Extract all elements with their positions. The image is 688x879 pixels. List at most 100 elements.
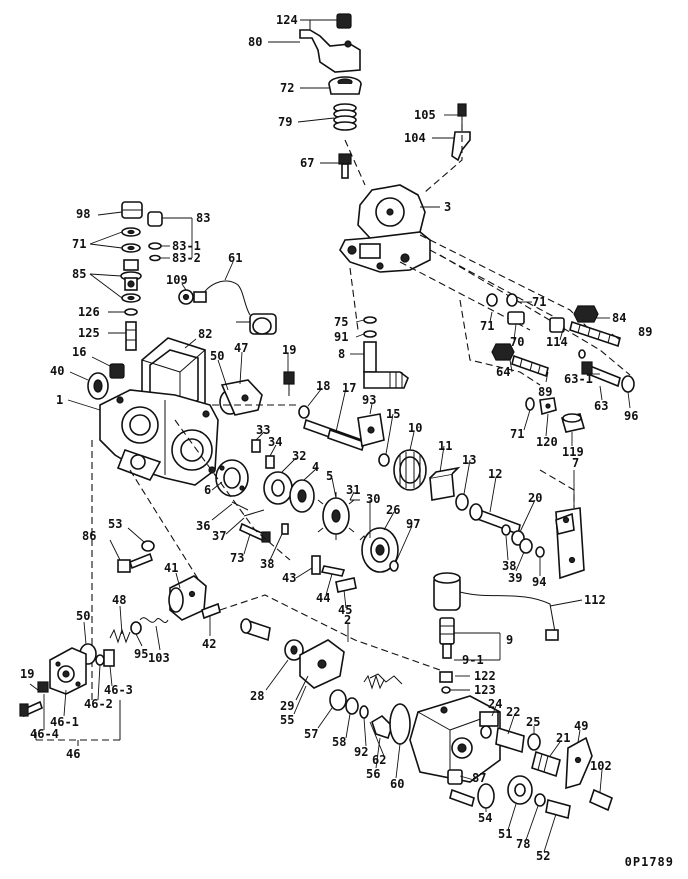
- part-124-nut: [336, 13, 352, 29]
- part-46-cover-assy: [49, 647, 115, 695]
- part-6-gear-plate: [215, 459, 249, 497]
- part-84-nut: [573, 305, 599, 323]
- label-46: 46: [66, 747, 80, 761]
- label-91: 91: [334, 330, 348, 344]
- part-114-cap: [549, 317, 565, 333]
- label-57: 57: [304, 727, 318, 741]
- part-1-pump-housing: [99, 389, 219, 486]
- label-40: 40: [50, 364, 64, 378]
- label-41: 41: [164, 561, 178, 575]
- label-28: 28: [250, 689, 264, 703]
- part-96-nut-right: [621, 375, 635, 393]
- part-89-adjust-screw-a: [569, 320, 621, 348]
- part-42-pin: [201, 602, 221, 620]
- part-49-bracket: [565, 736, 593, 790]
- label-3: 3: [444, 200, 451, 214]
- label-24: 24: [488, 697, 502, 711]
- label-31: 31: [346, 483, 360, 497]
- label-85: 85: [72, 267, 86, 281]
- label-119: 119: [562, 445, 584, 459]
- part-104-clip: [451, 131, 471, 162]
- hydraulic-head-block: [409, 695, 501, 783]
- part-85-banjo-bolt: [120, 259, 142, 291]
- label-47: 47: [234, 341, 248, 355]
- part-73-screw: [239, 522, 271, 543]
- label-9-1: 9-1: [462, 653, 484, 667]
- part-94-seal: [535, 546, 545, 558]
- label-79: 79: [278, 115, 292, 129]
- part-33-key: [251, 439, 261, 453]
- label-16: 16: [72, 345, 86, 359]
- label-70: 70: [510, 335, 524, 349]
- label-103: 103: [148, 651, 170, 665]
- label-86: 86: [82, 529, 96, 543]
- label-34: 34: [268, 435, 282, 449]
- label-102: 102: [590, 759, 612, 773]
- label-5: 5: [326, 469, 333, 483]
- label-20: 20: [528, 491, 542, 505]
- label-63: 63: [594, 399, 608, 413]
- label-96: 96: [624, 409, 638, 423]
- label-22: 22: [506, 705, 520, 719]
- part-12-plunger: [469, 503, 521, 536]
- label-44: 44: [316, 591, 330, 605]
- label-25: 25: [526, 715, 540, 729]
- part-95-ring: [130, 621, 142, 635]
- label-46-2: 46-2: [84, 697, 113, 711]
- label-84: 84: [612, 311, 626, 325]
- label-89b: 89: [538, 385, 552, 399]
- part-22-valve: [495, 726, 525, 754]
- label-104: 104: [404, 131, 426, 145]
- label-95: 95: [134, 647, 148, 661]
- label-43: 43: [282, 571, 296, 585]
- part-103-spring: [139, 617, 169, 624]
- label-49: 49: [574, 719, 588, 733]
- label-98: 98: [76, 207, 90, 221]
- label-120: 120: [536, 435, 558, 449]
- part-70-nut: [507, 311, 525, 325]
- part-26-governor-weight: [361, 527, 399, 573]
- part-18-key: [298, 405, 310, 419]
- part-92-seal: [359, 705, 369, 719]
- label-36: 36: [196, 519, 210, 533]
- label-50a: 50: [210, 349, 224, 363]
- label-62: 62: [372, 753, 386, 767]
- part-40-oil-seal: [87, 372, 109, 400]
- part-7-bracket: [555, 507, 585, 580]
- part-63-screw: [578, 349, 621, 388]
- part-43-pin: [311, 555, 321, 575]
- part-71-120-parts: [525, 397, 557, 416]
- part-109-bolt: [178, 289, 194, 305]
- label-39: 39: [508, 571, 522, 585]
- label-45: 45: [338, 603, 352, 617]
- part-126-ring: [124, 308, 138, 316]
- part-51-cover: [507, 775, 533, 805]
- label-75: 75: [334, 315, 348, 329]
- label-29: 29: [280, 699, 294, 713]
- label-52: 52: [536, 849, 550, 863]
- label-37: 37: [212, 529, 226, 543]
- label-64: 64: [496, 365, 510, 379]
- label-83-1: 83-1: [172, 239, 201, 253]
- label-26: 26: [386, 503, 400, 517]
- label-71b: 71: [532, 295, 546, 309]
- part-71-washer-right: [486, 293, 518, 307]
- part-93-washer: [357, 413, 385, 448]
- label-42: 42: [202, 637, 216, 651]
- part-87-nut: [447, 769, 463, 785]
- part-37-spring: [243, 509, 265, 517]
- part-125-pin: [125, 321, 137, 351]
- label-10: 10: [408, 421, 422, 435]
- label-8: 8: [338, 347, 345, 361]
- label-93: 93: [362, 393, 376, 407]
- part-16-nut: [109, 363, 125, 379]
- part-21-screw: [531, 750, 561, 778]
- label-48: 48: [112, 593, 126, 607]
- label-92: 92: [354, 745, 368, 759]
- label-6: 6: [204, 483, 211, 497]
- label-78: 78: [516, 837, 530, 851]
- label-114: 114: [546, 335, 568, 349]
- label-83-2: 83-2: [172, 251, 201, 265]
- part-91-washer: [363, 330, 377, 338]
- part-number-labels: 124 80 72 79 105 104 67 3 98 83 71 83-1 …: [20, 13, 652, 863]
